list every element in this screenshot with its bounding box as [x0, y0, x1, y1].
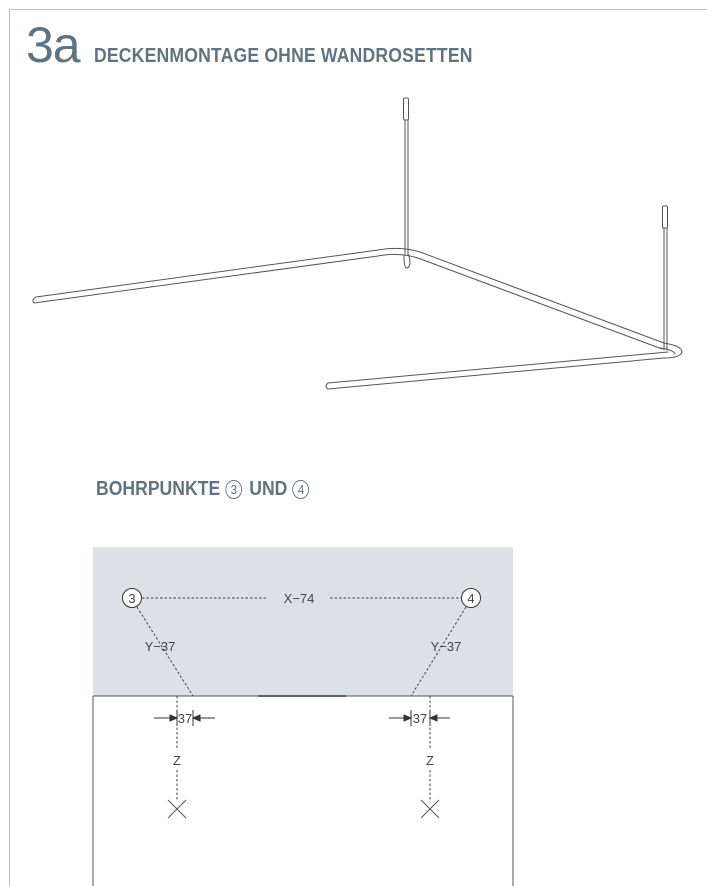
z-right-label: Z — [426, 753, 434, 768]
rail-corner — [659, 342, 683, 359]
y-dimension-left-label: Y−37 — [145, 639, 176, 654]
marker-4: 4 — [461, 588, 481, 608]
offset-left-label: 37 — [178, 711, 192, 726]
drilling-heading: BOHRPUNKTE 3 UND 4 — [96, 478, 315, 501]
ceiling-rod-1 — [403, 97, 409, 256]
step-header: 3a DECKENMONTAGE OHNE WANDROSETTEN — [26, 20, 524, 70]
page-frame — [9, 9, 707, 886]
offset-marker-right — [389, 710, 450, 726]
drilling-heading-prefix: BOHRPUNKTE — [96, 478, 221, 500]
wall-outline — [92, 695, 514, 886]
x-dimension-label: X−74 — [284, 591, 315, 606]
step-title: DECKENMONTAGE OHNE WANDROSETTEN — [93, 45, 473, 67]
z-left-label: Z — [173, 753, 181, 768]
rail-left-arm — [32, 247, 665, 350]
drill-point-3-badge: 3 — [225, 480, 243, 499]
offset-right-label: 37 — [413, 711, 427, 726]
drill-cross-right — [420, 799, 440, 819]
marker-4-label: 4 — [467, 591, 474, 606]
y-dimension-right-label: Y−37 — [431, 639, 462, 654]
rail-front-arm — [325, 351, 669, 390]
ceiling-rod-2 — [662, 205, 668, 351]
offset-marker-left — [154, 710, 215, 726]
ceiling-area — [93, 547, 513, 696]
marker-3-label: 3 — [128, 591, 135, 606]
marker-3: 3 — [122, 588, 142, 608]
step-number: 3a — [26, 17, 81, 73]
drilling-heading-connector: UND — [249, 478, 288, 500]
drill-point-4-badge: 4 — [292, 480, 310, 499]
rod-clip-1 — [403, 254, 411, 269]
drill-cross-left — [167, 799, 187, 819]
